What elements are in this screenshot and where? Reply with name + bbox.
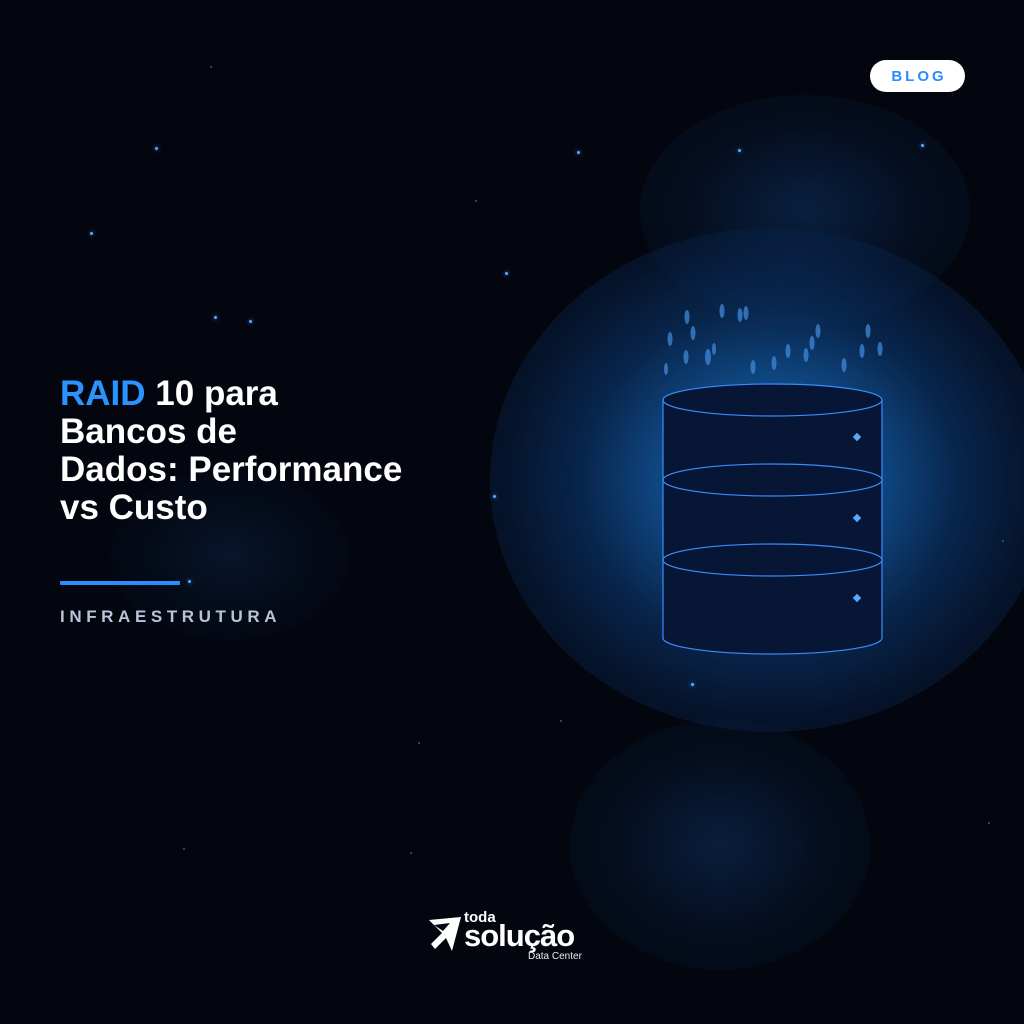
logo-arrow-icon [429, 917, 461, 951]
star [214, 316, 217, 319]
star [691, 683, 694, 686]
cylinder-body [662, 383, 883, 655]
star [249, 320, 252, 323]
star [90, 232, 93, 235]
title-line-4: vs Custo [60, 488, 208, 527]
page-title: RAID 10 para Bancos de Dados: Performanc… [60, 375, 490, 527]
logo-tagline: Data Center [528, 951, 582, 962]
brand-logo[interactable]: toda solução Data Center [428, 910, 608, 968]
star [921, 144, 924, 147]
title-line-2: Bancos de [60, 412, 237, 451]
star [188, 580, 191, 583]
star [738, 149, 741, 152]
logo-text-small: toda [464, 909, 496, 926]
background-glow-top [640, 95, 970, 325]
title-accent: RAID [60, 374, 146, 413]
star [493, 495, 496, 498]
category-label[interactable]: INFRAESTRUTURA [60, 607, 282, 626]
star [505, 272, 508, 275]
star [155, 147, 158, 150]
title-line-1: 10 para [145, 374, 278, 413]
star [410, 852, 412, 854]
star [475, 200, 477, 202]
star [183, 848, 185, 850]
star [988, 822, 990, 824]
star [577, 151, 580, 154]
blog-badge[interactable]: BLOG [870, 60, 965, 92]
star [210, 66, 212, 68]
database-cylinder-icon [662, 304, 883, 655]
star [1002, 540, 1004, 542]
data-particles [664, 304, 883, 375]
logo-text-main: solução [464, 918, 575, 953]
title-line-3: Dados: Performance [60, 450, 403, 489]
star [560, 720, 562, 722]
background-glow-bottom [570, 720, 870, 970]
title-divider [60, 581, 180, 585]
star [418, 742, 420, 744]
